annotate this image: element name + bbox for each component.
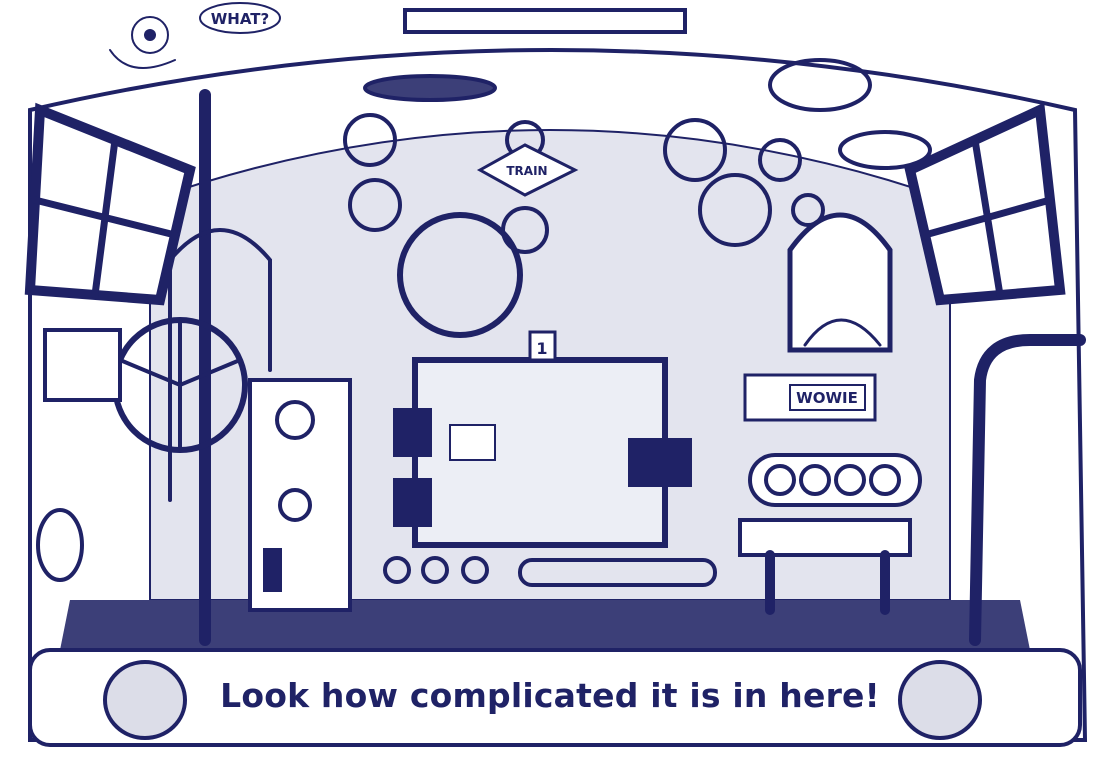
speech-bubble (199, 2, 281, 34)
porthole (36, 508, 84, 582)
train-sign (476, 143, 579, 197)
wowie-panel (743, 373, 877, 422)
cab-base (28, 648, 1082, 747)
rear-window (787, 212, 893, 353)
train-sign-text: TRAIN (506, 164, 547, 178)
roof-light (363, 74, 497, 102)
right-vent (898, 660, 982, 740)
door (969, 334, 1086, 646)
bird-speech-text: WHAT? (211, 10, 269, 28)
floor (60, 600, 1030, 650)
mug (528, 330, 557, 362)
mug-number: 1 (536, 339, 547, 358)
caption: Look how complicated it is in here! (220, 676, 880, 715)
wowie-panel-text: WOWIE (796, 389, 858, 407)
left-vent (103, 660, 187, 740)
big-wheel (397, 212, 523, 338)
roof-vent (403, 8, 687, 34)
